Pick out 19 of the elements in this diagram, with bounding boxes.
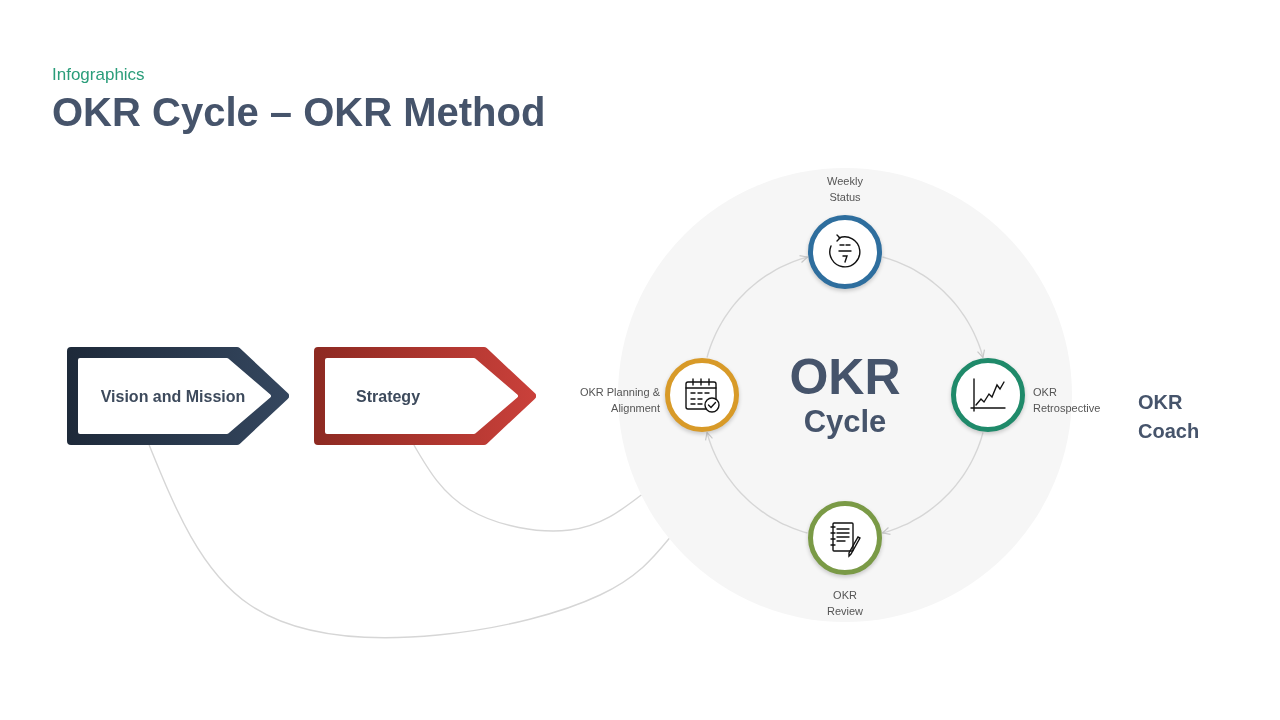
node-label: OKR Retrospective bbox=[1033, 385, 1102, 416]
tag-shape bbox=[314, 347, 536, 445]
arrow bbox=[706, 254, 809, 359]
node-label: OKR Planning & Alignment bbox=[578, 385, 660, 416]
side-label: OKR Coach bbox=[1138, 390, 1201, 444]
arrow bbox=[881, 431, 984, 536]
arrow bbox=[881, 256, 986, 359]
title: OKR Cycle – OKR Method bbox=[52, 90, 546, 135]
center-title: OKR bbox=[789, 350, 901, 404]
node-label: OKR Review bbox=[825, 588, 865, 619]
tag-shape bbox=[67, 347, 289, 445]
connector-line bbox=[413, 444, 642, 532]
node-label: Vision and Mission bbox=[99, 386, 247, 407]
connector-line bbox=[148, 444, 670, 639]
node-label: Weekly Status bbox=[826, 174, 864, 205]
subtitle: Infographics bbox=[52, 64, 146, 86]
center-subtitle: Cycle bbox=[802, 404, 888, 440]
node-label: Strategy bbox=[356, 386, 422, 407]
arrow bbox=[704, 431, 809, 534]
